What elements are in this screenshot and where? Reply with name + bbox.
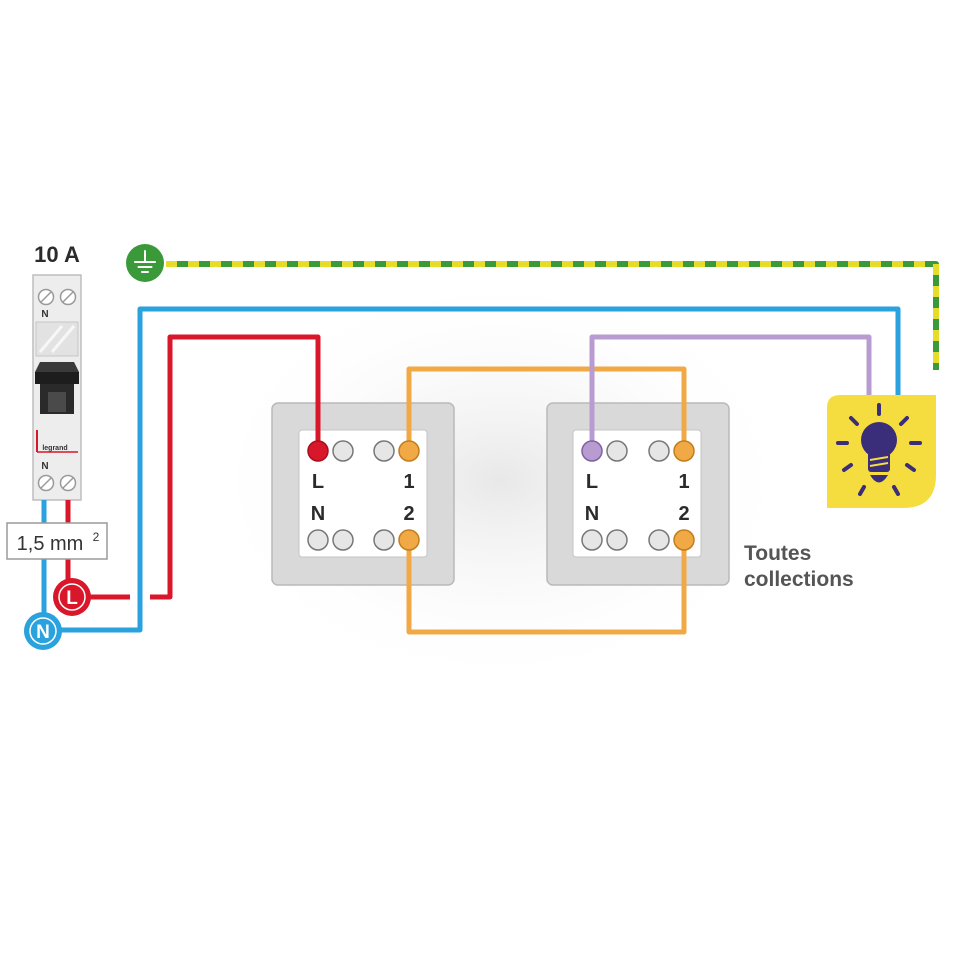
s1-terminal-l (307, 440, 329, 462)
s1-label-1: 1 (403, 471, 414, 493)
s1-label-l: L (312, 471, 324, 493)
s1-label-2: 2 (403, 503, 414, 525)
neutral-badge-label: N (36, 622, 50, 643)
s2-label-1: 1 (678, 471, 689, 493)
earth-badge (126, 244, 164, 282)
traveller-wire-2 (406, 540, 687, 635)
lamp (827, 395, 936, 508)
s2-terminal-2 (673, 529, 695, 551)
breaker-top-n-label: N (41, 309, 48, 320)
s2-label-l: L (586, 471, 598, 493)
live-badge: L (53, 578, 91, 616)
light-bulb-icon (836, 403, 922, 496)
s1-label-n: N (311, 503, 325, 525)
breaker-rating: 10 A (34, 242, 80, 267)
traveller-wire-1 (406, 366, 687, 451)
cable-section-label: 1,5 mm 2 (6, 522, 108, 560)
note-line-2: collections (744, 568, 854, 591)
lamp-return-wire (589, 334, 872, 451)
s1-terminal-2 (398, 529, 420, 551)
breaker-brand: legrand (42, 445, 67, 452)
s2-label-2: 2 (678, 503, 689, 525)
switch-2-terminals: L 1 N 2 (581, 440, 695, 551)
note-line-1: Toutes (744, 542, 811, 565)
cable-section-exponent: 2 (93, 530, 100, 544)
switch-plate-1 (271, 402, 455, 586)
neutral-wire (41, 306, 901, 633)
switch-plate-2 (546, 402, 730, 586)
s2-terminal-1 (673, 440, 695, 462)
live-wire-switch (150, 334, 321, 600)
svg-text:1,5 mm: 1,5 mm (17, 533, 84, 555)
s1-terminal-1 (398, 440, 420, 462)
circuit-breaker: 10 A N legrand N (32, 242, 82, 501)
s2-terminal-l (581, 440, 603, 462)
switch-1-terminals: L 1 N 2 (307, 440, 420, 551)
earth-wire (166, 261, 939, 370)
neutral-badge: N (24, 612, 62, 650)
earth-symbol-icon (134, 250, 156, 273)
live-badge-label: L (66, 588, 78, 609)
cable-section-value: 1,5 mm (17, 533, 84, 555)
s2-label-n: N (585, 503, 599, 525)
breaker-bottom-n-label: N (41, 461, 48, 472)
